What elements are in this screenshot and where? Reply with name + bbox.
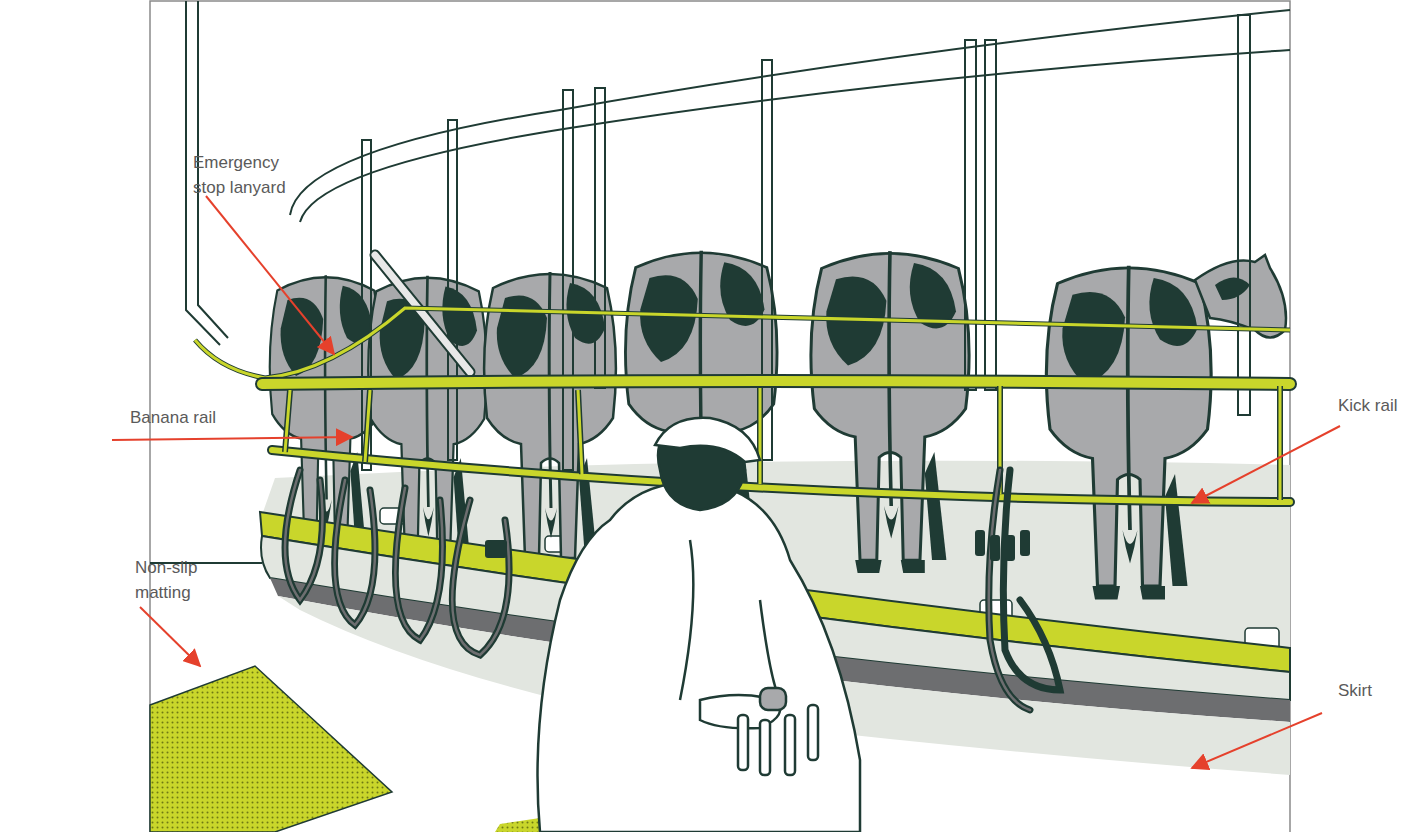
illustration-part bbox=[680, 540, 780, 700]
lanyard bbox=[195, 308, 1290, 378]
illustration-part bbox=[1005, 535, 1015, 561]
illustration-part bbox=[1192, 426, 1340, 503]
illustration-part bbox=[808, 705, 818, 760]
illustration-part bbox=[335, 480, 375, 625]
part-label: Kick rail bbox=[1338, 393, 1402, 418]
illustration-part bbox=[186, 1, 228, 345]
part-label: Non-slip matting bbox=[135, 555, 215, 605]
divider-bar bbox=[375, 255, 470, 372]
divider-bar bbox=[375, 255, 470, 372]
illustration-part bbox=[285, 386, 1280, 500]
illustration-part bbox=[395, 488, 442, 640]
illustration-part bbox=[290, 10, 1290, 215]
illustration-part bbox=[452, 500, 509, 655]
lanyard bbox=[195, 308, 1290, 378]
part-label: Emergency stop lanyard bbox=[193, 150, 303, 200]
overhead-pipe bbox=[290, 10, 1290, 222]
leader-arrow bbox=[112, 196, 1340, 768]
illustration-part bbox=[595, 88, 605, 388]
illustration-part bbox=[272, 450, 1290, 502]
illustration-part bbox=[985, 40, 996, 390]
illustration-part bbox=[1238, 15, 1250, 415]
illustration-part bbox=[285, 386, 1280, 500]
operator bbox=[538, 418, 861, 832]
cow-head bbox=[1195, 255, 1286, 338]
illustration-part bbox=[206, 196, 334, 354]
illustration-part bbox=[285, 386, 1280, 500]
non-slip-mat bbox=[150, 666, 392, 832]
illustration-part bbox=[989, 470, 1030, 710]
illustration-part bbox=[738, 705, 818, 775]
illustration-part bbox=[760, 720, 770, 775]
illustration-part bbox=[762, 60, 772, 460]
illustration-part bbox=[285, 470, 323, 600]
illustration-part bbox=[272, 450, 1290, 502]
illustration-part bbox=[1215, 278, 1250, 301]
illustration-part bbox=[738, 715, 748, 770]
illustration-part bbox=[563, 90, 573, 470]
part-label: Skirt bbox=[1338, 678, 1402, 703]
illustration-part bbox=[448, 120, 457, 460]
illustration-part bbox=[285, 470, 323, 600]
illustration-part bbox=[335, 480, 375, 625]
illustration-part bbox=[452, 500, 509, 655]
illustration-part bbox=[655, 418, 760, 462]
illustration-part bbox=[965, 40, 976, 390]
part-label: Banana rail bbox=[130, 405, 270, 430]
illustration-part bbox=[140, 607, 200, 666]
illustration-part bbox=[975, 530, 985, 556]
illustration-part bbox=[811, 251, 969, 573]
milk-hoses bbox=[285, 470, 1060, 832]
illustration-part bbox=[1003, 470, 1060, 690]
illustration-part bbox=[285, 386, 1280, 500]
illustration-part bbox=[1046, 266, 1211, 600]
illustration-part bbox=[485, 540, 507, 558]
illustration-part bbox=[990, 535, 1000, 561]
illustration-part bbox=[262, 381, 1290, 384]
illustration-part bbox=[262, 381, 1290, 384]
illustration-part bbox=[785, 715, 795, 775]
illustration-part bbox=[1020, 530, 1030, 556]
illustration-part bbox=[112, 437, 352, 440]
bail-posts bbox=[186, 1, 1250, 470]
illustration-part bbox=[1192, 713, 1322, 768]
illustration-part bbox=[760, 688, 786, 710]
banana-rail bbox=[262, 381, 1290, 502]
frame bbox=[150, 1, 1290, 832]
illustration-part bbox=[538, 482, 861, 832]
illustration-part bbox=[395, 488, 442, 640]
